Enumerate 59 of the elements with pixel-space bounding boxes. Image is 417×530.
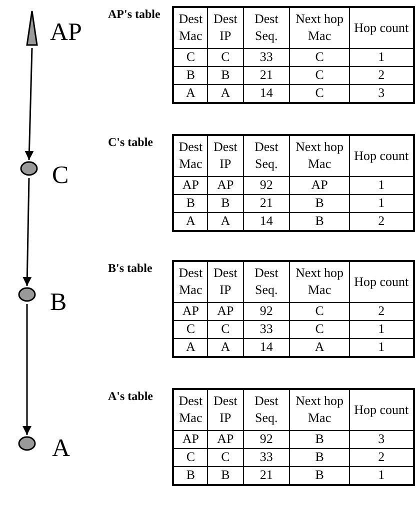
arrow	[22, 178, 32, 286]
table-cell: 33	[243, 320, 290, 338]
node-label: AP	[50, 20, 82, 45]
table-cell: B	[290, 430, 350, 448]
table-cell: C	[208, 48, 244, 66]
table-title: C's table	[108, 135, 153, 150]
node-label: A	[52, 436, 70, 461]
table-cell: 92	[243, 176, 290, 194]
table-cell: B	[173, 194, 208, 212]
table-cell: 33	[243, 448, 290, 466]
header-cell: Next hop Mac	[290, 389, 350, 430]
table-cell: B	[208, 194, 244, 212]
node-label: B	[50, 290, 67, 315]
table-cell: 21	[243, 194, 290, 212]
header-cell: Dest IP	[208, 7, 244, 48]
table-cell: AP	[208, 302, 244, 320]
table-cell: B	[290, 194, 350, 212]
table-cell: 21	[243, 66, 290, 84]
table-title: AP's table	[108, 7, 160, 22]
table-title: B's table	[108, 261, 152, 276]
header-cell: Next hop Mac	[290, 135, 350, 176]
table-cell: C	[290, 320, 350, 338]
arrow	[24, 48, 34, 160]
table-cell: AP	[173, 176, 208, 194]
table-cell: B	[208, 66, 244, 84]
table-cell: AP	[173, 302, 208, 320]
table-cell: AP	[208, 176, 244, 194]
table-cell: C	[208, 448, 244, 466]
table-cell: C	[208, 320, 244, 338]
node-label: C	[52, 163, 69, 188]
arrow	[22, 304, 32, 435]
table-cell: C	[173, 320, 208, 338]
header-cell: Dest Seq.	[243, 389, 290, 430]
table-cell: AP	[208, 430, 244, 448]
table-cell: C	[290, 48, 350, 66]
header-cell: Dest Seq.	[243, 7, 290, 48]
header-cell: Dest IP	[208, 389, 244, 430]
header-cell: Dest IP	[208, 135, 244, 176]
table-title: A's table	[108, 389, 153, 404]
header-cell: Dest Mac	[173, 261, 208, 302]
table-cell: C	[173, 448, 208, 466]
table-cell: 92	[243, 302, 290, 320]
header-cell: Next hop Mac	[290, 261, 350, 302]
header-cell: Dest Seq.	[243, 261, 290, 302]
table-cell: B	[290, 448, 350, 466]
header-cell: Dest IP	[208, 261, 244, 302]
table-cell: 92	[243, 430, 290, 448]
table-cell: C	[290, 302, 350, 320]
header-cell: Dest Mac	[173, 7, 208, 48]
table-cell: C	[173, 48, 208, 66]
table-cell: AP	[173, 430, 208, 448]
table-cell: 33	[243, 48, 290, 66]
table-cell: AP	[290, 176, 350, 194]
table-cell: C	[290, 66, 350, 84]
header-cell: Next hop Mac	[290, 7, 350, 48]
header-cell: Dest Seq.	[243, 135, 290, 176]
table-cell: B	[173, 66, 208, 84]
header-cell: Dest Mac	[173, 135, 208, 176]
header-cell: Dest Mac	[173, 389, 208, 430]
